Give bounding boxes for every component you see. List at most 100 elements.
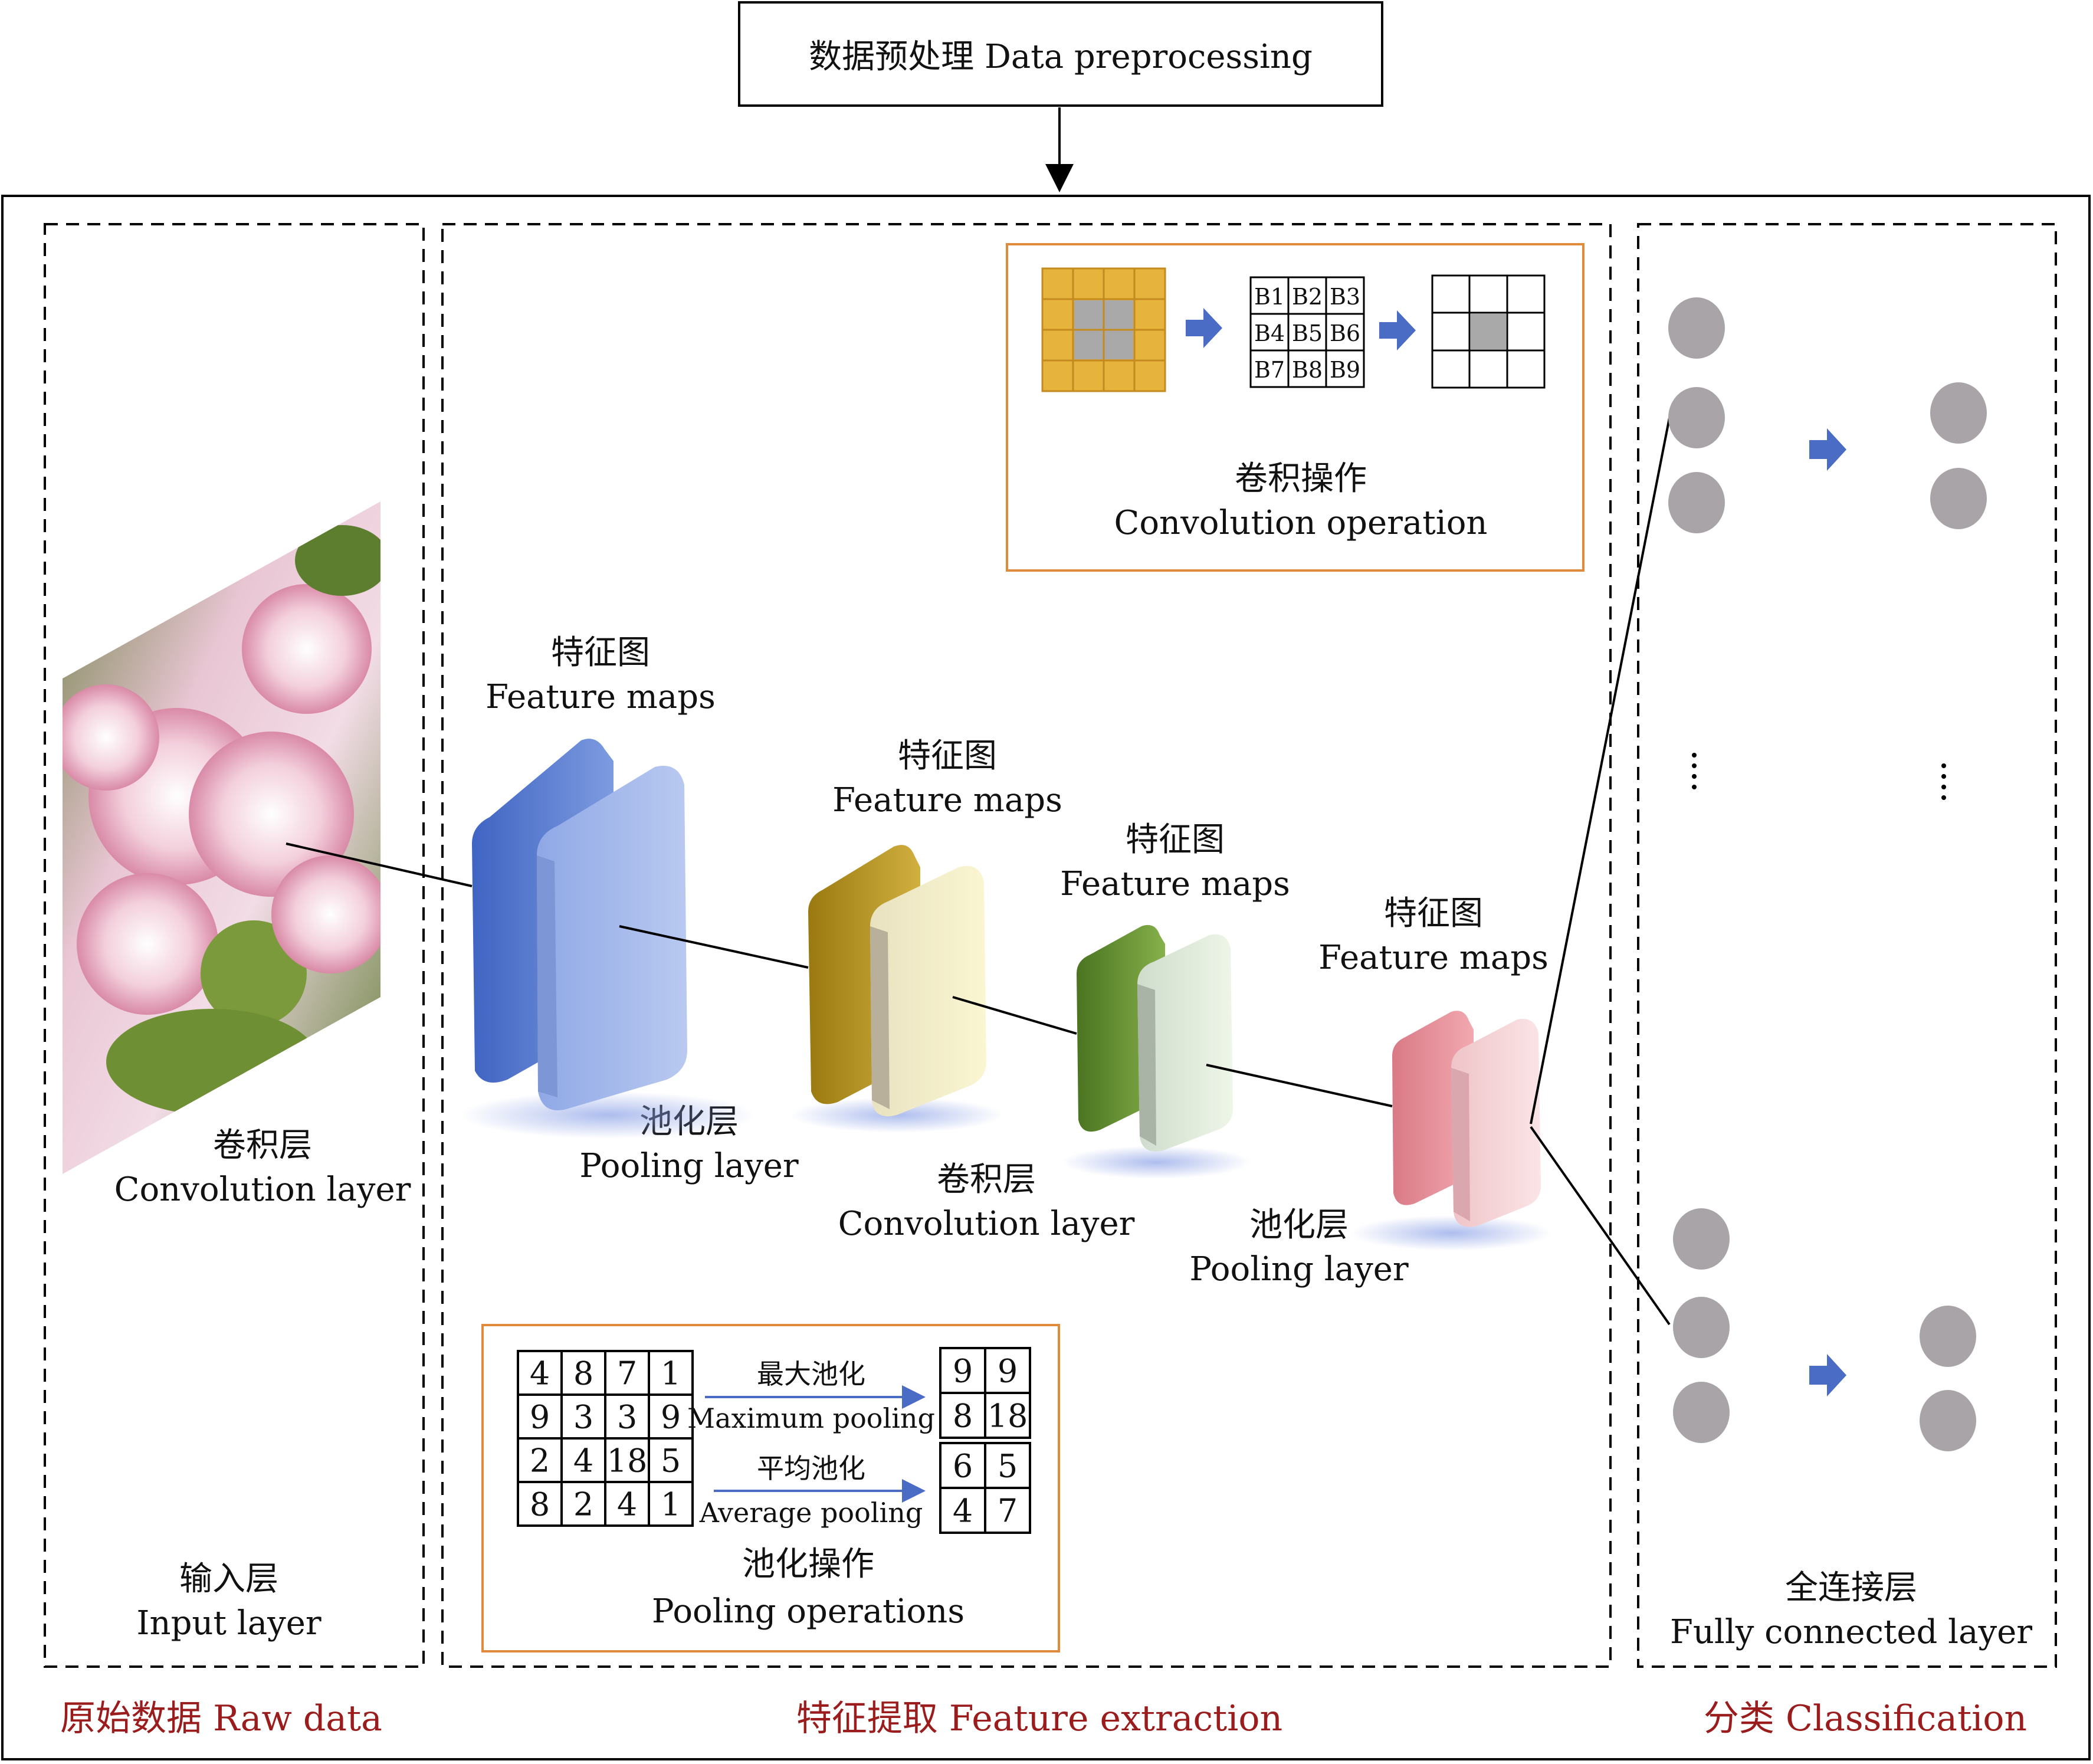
conv-kernel-grid: B1 B2 B3 B4 B5 B6 B7 B8 B9 [1249, 276, 1365, 388]
section-raw-data: 原始数据 Raw data [60, 1698, 382, 1739]
fc-nodes-bottom-left [1673, 1208, 1730, 1443]
pool-input-cell-r2-c1: 4 [573, 1442, 593, 1479]
pool-input-cell-r3-c1: 2 [573, 1486, 593, 1523]
connector-input-to-blue [286, 842, 473, 887]
fc-node [1920, 1390, 1976, 1451]
fc-node [1673, 1208, 1730, 1270]
connector-pink-to-fc-top [1530, 417, 1671, 1124]
conv-arrow-2 [1379, 310, 1416, 350]
pool-input-cell-r1-c3: 9 [661, 1398, 681, 1435]
feature-maps-4-zh: 特征图 [1384, 894, 1483, 933]
kernel-cell-b9: B9 [1330, 357, 1360, 383]
conv-op-zh: 卷积操作 [1235, 460, 1367, 498]
section-classification: 分类 Classification [1704, 1698, 2027, 1739]
pool-op-zh: 池化操作 [742, 1545, 874, 1583]
conv-layer-1-en: Convolution layer [114, 1170, 411, 1209]
pool-input-cell-r2-c2: 18 [607, 1442, 648, 1479]
max-pooling-zh: 最大池化 [757, 1358, 865, 1390]
kernel-cell-b7: B7 [1254, 357, 1285, 383]
pool-input-cell-r3-c0: 8 [530, 1486, 550, 1523]
max-pool-cell-r1-c0: 8 [953, 1397, 973, 1434]
feature-maps-2-zh: 特征图 [898, 737, 997, 775]
feature-map-block-pink [1351, 1011, 1551, 1251]
data-preprocessing-box [738, 1, 1383, 107]
kernel-cell-b2: B2 [1292, 284, 1323, 310]
input-image-flower [63, 501, 380, 1174]
fc-layer-en: Fully connected layer [1670, 1613, 2032, 1651]
pooling-operation-panel [481, 1324, 1060, 1652]
fc-nodes-bottom-right [1920, 1306, 1976, 1451]
feature-maps-3-en: Feature maps [1060, 865, 1290, 903]
kernel-cell-b6: B6 [1330, 320, 1360, 346]
fc-node [1668, 297, 1725, 359]
input-layer-zh: 输入层 [179, 1560, 278, 1598]
kernel-cell-b4: B4 [1254, 320, 1285, 346]
feature-map-block-gold [790, 845, 1003, 1133]
pooling-layer-2-zh: 池化层 [1249, 1206, 1349, 1244]
fc-node [1673, 1382, 1730, 1443]
fc-nodes-top-right [1930, 382, 1987, 529]
conv-layer-1-zh: 卷积层 [213, 1126, 312, 1165]
feature-maps-1-zh: 特征图 [551, 634, 650, 672]
fc-ellipsis-right [1941, 763, 1946, 800]
avg-pool-cell-r1-c0: 4 [953, 1492, 973, 1529]
fc-node [1920, 1306, 1976, 1367]
pool-input-cell-r1-c2: 3 [617, 1398, 637, 1435]
connector-pink-to-fc-bottom [1530, 1126, 1671, 1326]
pool-input-cell-r3-c3: 1 [661, 1486, 681, 1523]
pool-op-en: Pooling operations [652, 1592, 965, 1631]
max-pool-cell-r0-c0: 9 [953, 1352, 973, 1389]
pool-input-cell-r0-c3: 1 [661, 1355, 681, 1392]
conv-layer-2-zh: 卷积层 [937, 1160, 1036, 1199]
pool-input-cell-r0-c1: 8 [573, 1355, 593, 1392]
raw-data-section [44, 223, 425, 1668]
data-preprocessing-label: 数据预处理 Data preprocessing [809, 38, 1313, 76]
fc-arrow-bottom [1809, 1354, 1846, 1396]
section-feature-extraction: 特征提取 Feature extraction [796, 1698, 1282, 1739]
kernel-cell-b8: B8 [1292, 357, 1323, 383]
max-pool-cell-r1-c1: 18 [988, 1397, 1028, 1434]
feature-maps-3-zh: 特征图 [1126, 821, 1225, 859]
max-pooling-en: Maximum pooling [687, 1402, 935, 1434]
avg-pool-cell-r1-c1: 7 [998, 1492, 1018, 1529]
max-pool-output-grid [939, 1347, 1031, 1439]
pool-input-grid [517, 1350, 694, 1527]
fc-node [1668, 472, 1725, 533]
conv-input-grid [1041, 267, 1166, 392]
fc-layer-zh: 全连接层 [1785, 1569, 1917, 1607]
pool-input-cell-r0-c2: 7 [617, 1355, 637, 1392]
feature-maps-4-en: Feature maps [1318, 939, 1549, 977]
feature-map-block-green [1062, 924, 1251, 1179]
pool-input-cell-r1-c1: 3 [573, 1398, 593, 1435]
pooling-layer-2-en: Pooling layer [1189, 1250, 1408, 1288]
conv-layer-2-en: Convolution layer [838, 1205, 1135, 1243]
max-pool-cell-r0-c1: 9 [998, 1352, 1018, 1389]
pool-input-cell-r2-c3: 5 [661, 1442, 681, 1479]
kernel-cell-b1: B1 [1254, 284, 1285, 310]
fc-node [1930, 382, 1987, 444]
feature-maps-1-en: Feature maps [485, 678, 716, 716]
fc-node [1930, 468, 1987, 529]
fc-arrow-top [1809, 428, 1846, 471]
avg-pool-output-grid [939, 1442, 1031, 1534]
fc-node [1668, 387, 1725, 448]
avg-pooling-en: Average pooling [699, 1497, 923, 1529]
feature-map-block-blue [460, 739, 755, 1139]
pooling-layer-1-en: Pooling layer [579, 1147, 798, 1185]
input-layer-en: Input layer [136, 1604, 321, 1642]
kernel-cell-b5: B5 [1292, 320, 1323, 346]
pool-input-cell-r0-c0: 4 [530, 1355, 550, 1392]
fc-node [1673, 1297, 1730, 1358]
connector-green-to-pink [1206, 1064, 1393, 1107]
convolution-operation-panel [1006, 243, 1584, 572]
fc-nodes-top-left [1668, 297, 1725, 533]
conv-arrow-1 [1186, 308, 1222, 348]
connector-gold-to-green [952, 996, 1077, 1035]
conv-op-en: Convolution operation [1114, 504, 1487, 542]
avg-pool-cell-r0-c0: 6 [953, 1447, 973, 1484]
pool-input-cell-r1-c0: 9 [530, 1398, 550, 1435]
fc-ellipsis-left [1692, 753, 1697, 789]
feature-maps-2-en: Feature maps [832, 781, 1062, 819]
